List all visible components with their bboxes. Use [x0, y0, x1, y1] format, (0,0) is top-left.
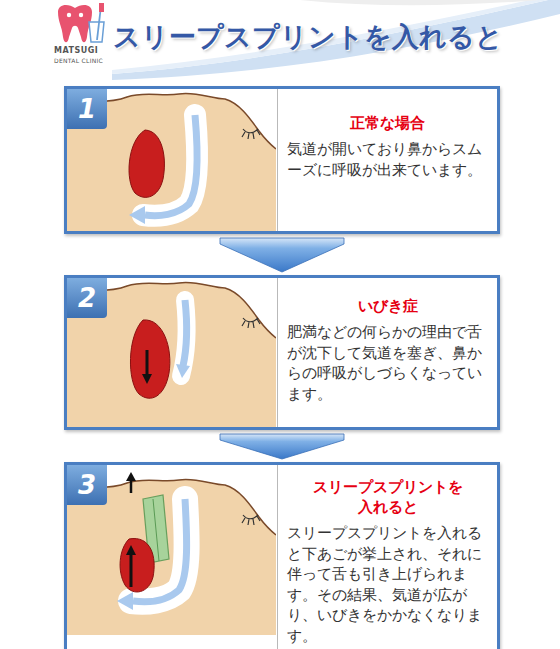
logo-text: MATSUGI	[54, 46, 98, 56]
step-number: 1	[67, 89, 107, 129]
box-body: 気道が開いており鼻からスムーズに呼吸が出来ています。	[287, 139, 488, 180]
airflow-arrowhead	[117, 592, 133, 610]
tongue	[130, 320, 169, 398]
tooth-eye	[79, 13, 83, 17]
eyelashes	[242, 318, 260, 328]
flow-arrow	[220, 238, 344, 272]
eyelashes	[242, 515, 260, 525]
toothbrush-head	[99, 3, 104, 12]
step-panel: 2 いびき症肥満などの何らかの理由で舌が沈下して気道を塞ぎ、鼻からの呼吸がしづらく…	[64, 275, 500, 430]
sink-arrowhead	[142, 374, 152, 384]
flow-arrow	[220, 434, 344, 459]
box-body: 肥満などの何らかの理由で舌が沈下して気道を塞ぎ、鼻からの呼吸がしづらくなっていま…	[287, 322, 488, 404]
lift-arrow	[130, 553, 133, 587]
tooth-logo	[58, 5, 92, 42]
box-heading: 正常な場合	[287, 113, 488, 133]
step-number: 2	[67, 278, 107, 318]
tongue	[120, 539, 154, 592]
label-holder: DENTAL CLINIC	[54, 57, 103, 65]
tongue	[129, 130, 164, 197]
picture-ground	[67, 89, 276, 231]
title-swoosh	[112, 0, 560, 80]
box-heading: スリープスプリントを入れると	[308, 477, 467, 517]
airflow-arrowhead	[176, 364, 190, 378]
box-heading: いびき症	[287, 296, 488, 316]
step-number: 3	[67, 465, 107, 505]
splint-illustration	[67, 465, 276, 635]
airflow-arrow	[145, 115, 197, 216]
logo-text: DENTAL CLINIC	[54, 57, 103, 65]
picture-ground	[67, 278, 276, 427]
lift-arrowhead	[126, 545, 136, 555]
sink-arrow	[146, 350, 149, 376]
label-holder: MATSUGI	[54, 46, 98, 56]
page-title: スリープスプリントを入れると	[113, 20, 503, 54]
step-panel: 1 正常な場合気道が開いており鼻からスムーズに呼吸が出来ています。	[64, 86, 500, 234]
explanation-box: スリープスプリントを入れるとスリープスプリントを入れると下あごが挙上され、それに…	[277, 465, 497, 649]
splint-edge	[153, 499, 159, 561]
explanation-box: いびき症肥満などの何らかの理由で舌が沈下して気道を塞ぎ、鼻からの呼吸がしづらくな…	[277, 278, 497, 427]
airflow-arrowhead	[129, 206, 145, 224]
airflow-arrow	[133, 499, 187, 602]
step-panel: 3 スリープスプリントを入れるとスリープスプリントを入れると下あごが挙上され、それ…	[64, 462, 500, 649]
snoring-illustration	[67, 278, 276, 427]
explanation-box: 正常な場合気道が開いており鼻からスムーズに呼吸が出来ています。	[277, 89, 497, 231]
jaw-lift-arrowhead	[126, 472, 136, 481]
picture-ground	[67, 465, 276, 635]
eyelashes	[242, 129, 260, 139]
title-swoosh-grey	[300, 0, 540, 5]
normal-illustration	[67, 89, 276, 231]
title-swoosh-light	[112, 0, 548, 74]
title-holder: スリープスプリントを入れると	[113, 20, 503, 54]
jaw-lift-arrow	[130, 479, 133, 493]
airway	[181, 300, 187, 376]
tooth-eye	[67, 13, 71, 17]
box-body: スリープスプリントを入れると下あごが挙上され、それに伴って舌も引き上げられます。…	[287, 523, 488, 646]
airflow-arrow	[183, 300, 187, 366]
